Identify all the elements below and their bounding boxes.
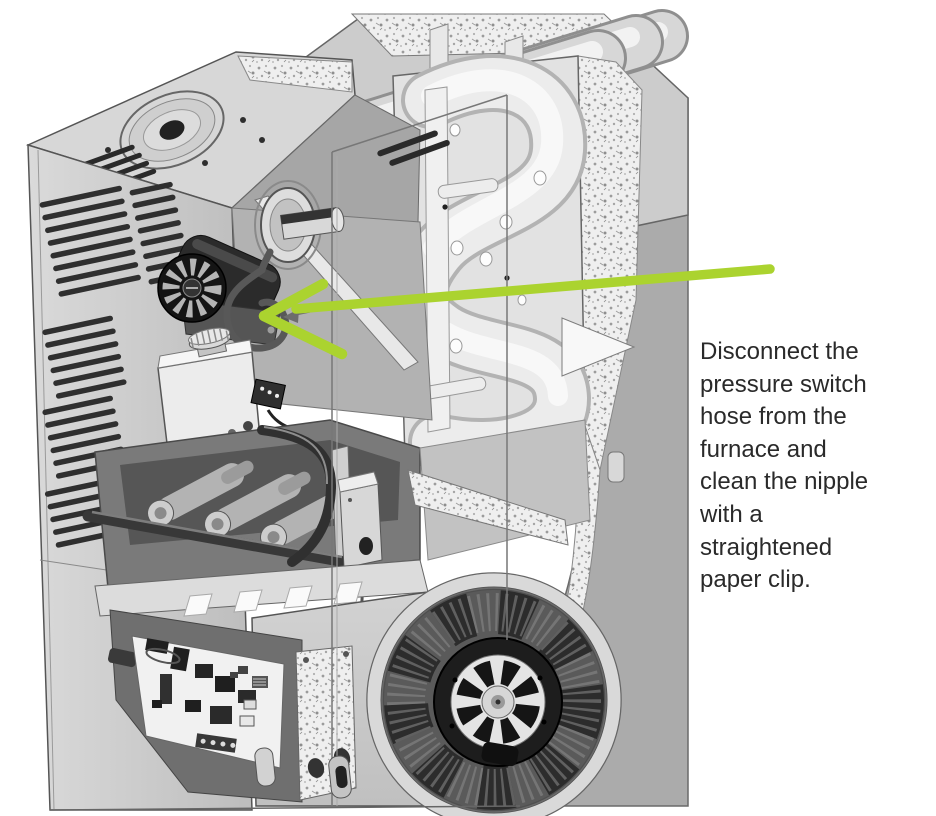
clear-cover [254,94,508,806]
door-latch [254,747,352,799]
insulated-shelf [407,469,569,546]
burner-shelf [94,559,429,617]
cabinet-bottom-edge [49,805,521,811]
gas-valve-knob [187,327,232,358]
airflow-arrow [561,317,636,377]
gas-valve [157,327,293,453]
valve-terminal [250,378,286,410]
gas-pipe [257,425,337,567]
panel-dimples [449,123,547,354]
board-components [145,638,268,753]
instruction-text: Disconnect the pressure switch hose from… [700,338,869,594]
blower-assembly [366,572,622,816]
annotation-arrow [258,264,775,360]
louver-vents [39,181,192,548]
blower-wheel [384,590,604,810]
top-vent [119,90,225,170]
top-screws [105,117,265,166]
blower-motor [433,637,563,767]
inducer-motor-fan [157,253,227,323]
inducer-outlet [279,207,345,240]
pressure-switch-hose [223,248,290,352]
